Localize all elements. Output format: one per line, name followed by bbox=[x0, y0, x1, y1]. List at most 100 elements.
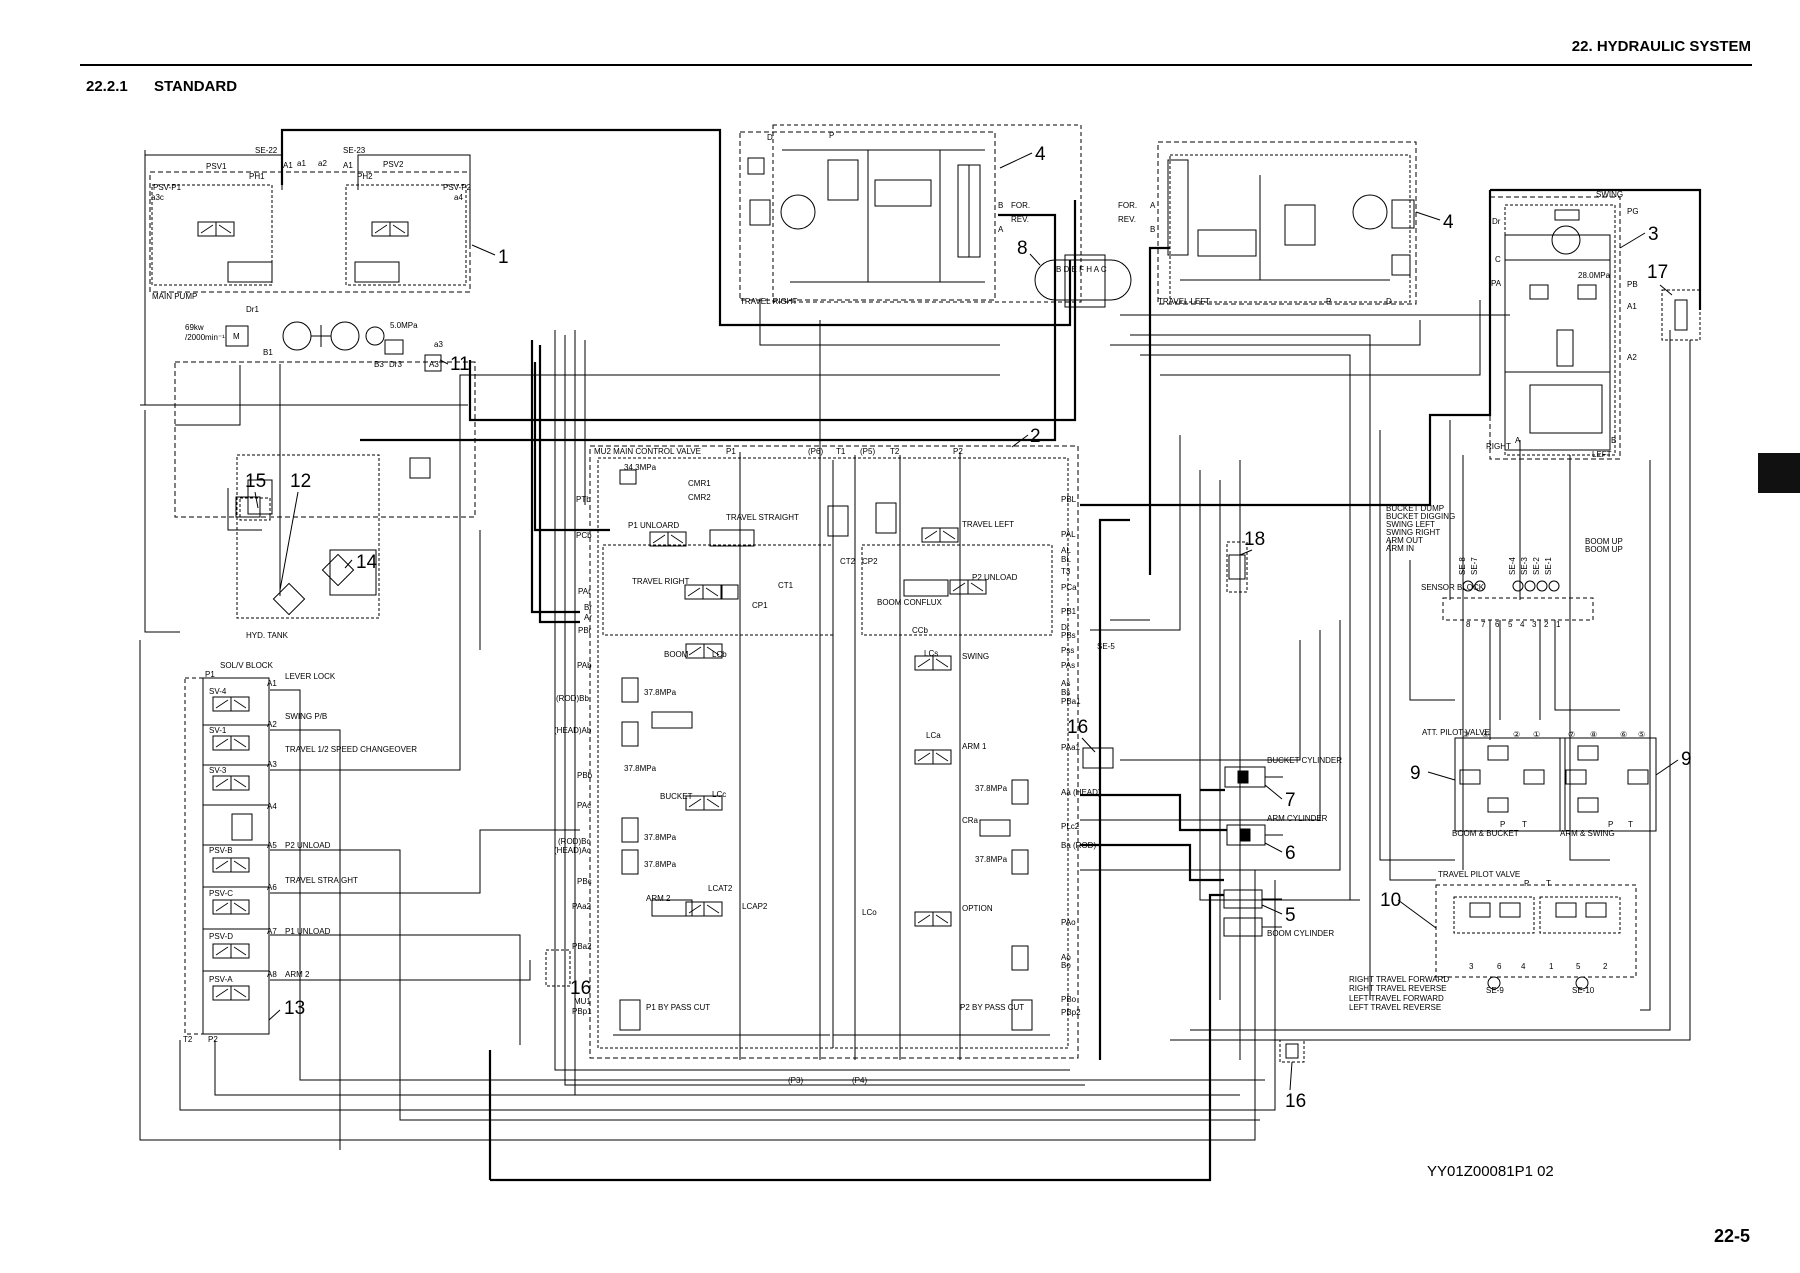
svg-text:P: P bbox=[1500, 820, 1505, 829]
callout-2: 2 bbox=[1030, 426, 1041, 447]
svg-text:PSV-B: PSV-B bbox=[209, 846, 233, 855]
svg-text:REV.: REV. bbox=[1118, 215, 1136, 224]
svg-text:P2 UNLOAD: P2 UNLOAD bbox=[972, 573, 1018, 582]
svg-text:LCAP2: LCAP2 bbox=[742, 902, 768, 911]
svg-text:P1 UNLOAD: P1 UNLOAD bbox=[285, 927, 331, 936]
svg-text:⑧: ⑧ bbox=[1590, 730, 1597, 739]
svg-text:37.8MPa: 37.8MPa bbox=[975, 855, 1008, 864]
svg-text:8: 8 bbox=[1466, 620, 1471, 629]
hydraulic-lines bbox=[139, 128, 1702, 1182]
svg-text:(ROD)Bb: (ROD)Bb bbox=[556, 694, 589, 703]
svg-text:28.0MPa: 28.0MPa bbox=[1578, 271, 1611, 280]
sensor-block bbox=[1442, 580, 1594, 621]
solenoid-valve-block bbox=[184, 677, 270, 1035]
svg-text:TRAVEL LEFT: TRAVEL LEFT bbox=[962, 520, 1014, 529]
svg-text:A: A bbox=[998, 225, 1004, 234]
svg-text:PBL: PBL bbox=[1061, 495, 1077, 504]
label-main-pump: MAIN PUMP bbox=[152, 292, 197, 301]
svg-text:PBr: PBr bbox=[578, 626, 592, 635]
label-se22: SE-22 bbox=[255, 146, 278, 155]
svg-text:LCa: LCa bbox=[926, 731, 941, 740]
svg-text:A3: A3 bbox=[267, 760, 277, 769]
travel-left-labels: FOR. A REV. B TRAVEL LEFT P D bbox=[1118, 201, 1392, 306]
svg-text:A2: A2 bbox=[1627, 353, 1637, 362]
label-power: 69kw bbox=[185, 323, 204, 332]
svg-text:RIGHT TRAVEL REVERSE: RIGHT TRAVEL REVERSE bbox=[1349, 984, 1447, 993]
accessory-components bbox=[545, 541, 1305, 1063]
label-a4: a4 bbox=[454, 193, 463, 202]
callout-12: 12 bbox=[290, 471, 311, 492]
svg-text:①: ① bbox=[1533, 730, 1540, 739]
svg-text:D: D bbox=[767, 133, 773, 142]
callout-18: 18 bbox=[1244, 529, 1265, 550]
svg-text:SWING LEFT: SWING LEFT bbox=[1386, 520, 1435, 529]
solenoid-labels: SOL/V BLOCK P1 SV-4 A1 LEVER LOCK SV-1 A… bbox=[183, 661, 417, 1044]
callout-4-left: 4 bbox=[1443, 212, 1454, 233]
svg-text:SWING RIGHT: SWING RIGHT bbox=[1386, 528, 1440, 537]
svg-text:PBa1: PBa1 bbox=[1061, 697, 1081, 706]
svg-text:(HEAD)Ab: (HEAD)Ab bbox=[554, 726, 592, 735]
sensor-labels: BUCKET DUMP BUCKET DIGGING SWING LEFT SW… bbox=[1386, 504, 1623, 629]
label-dr3: Dr3 bbox=[389, 360, 402, 369]
svg-text:SE-2: SE-2 bbox=[1532, 557, 1541, 575]
svg-text:SENSOR BLOCK: SENSOR BLOCK bbox=[1421, 583, 1485, 592]
svg-text:SWING: SWING bbox=[962, 652, 989, 661]
swing-motor bbox=[1489, 196, 1701, 460]
svg-text:P: P bbox=[1608, 820, 1613, 829]
svg-text:T3: T3 bbox=[1061, 567, 1071, 576]
svg-text:FOR.: FOR. bbox=[1011, 201, 1030, 210]
svg-text:PBc: PBc bbox=[577, 877, 592, 886]
svg-text:5: 5 bbox=[1508, 620, 1513, 629]
svg-text:LCb: LCb bbox=[712, 650, 727, 659]
svg-text:SWING P/B: SWING P/B bbox=[285, 712, 327, 721]
main-pump-group bbox=[140, 150, 476, 633]
svg-text:SV-1: SV-1 bbox=[209, 726, 227, 735]
svg-text:1: 1 bbox=[1549, 962, 1554, 971]
svg-text:SE-5: SE-5 bbox=[1097, 642, 1115, 651]
svg-text:PLc2: PLc2 bbox=[1061, 822, 1080, 831]
svg-text:BOOM: BOOM bbox=[664, 650, 689, 659]
svg-text:CT1: CT1 bbox=[778, 581, 794, 590]
svg-text:T2: T2 bbox=[890, 447, 900, 456]
svg-text:④: ④ bbox=[1482, 730, 1489, 739]
svg-text:SE-7: SE-7 bbox=[1470, 557, 1479, 575]
att-pilot-labels: ATT. PILOT VALVE ③ ④ ② ① ⑦ ⑧ ⑥ ⑤ P T P T… bbox=[1422, 728, 1645, 838]
travel-right-motor bbox=[739, 124, 1082, 303]
svg-text:SE-4: SE-4 bbox=[1508, 557, 1517, 575]
label-swivel-ports: B D E F H A C bbox=[1056, 265, 1107, 274]
svg-text:A4: A4 bbox=[267, 802, 277, 811]
svg-text:PAs: PAs bbox=[1061, 661, 1075, 670]
label-psvp2: PSV-P2 bbox=[443, 183, 472, 192]
svg-text:PA: PA bbox=[1491, 279, 1502, 288]
svg-text:T: T bbox=[1546, 879, 1551, 888]
svg-text:OPTION: OPTION bbox=[962, 904, 993, 913]
label-dr1: Dr1 bbox=[246, 305, 259, 314]
label-a3: a3 bbox=[434, 340, 443, 349]
svg-text:PCa: PCa bbox=[1061, 583, 1077, 592]
svg-text:ARM & SWING: ARM & SWING bbox=[1560, 829, 1615, 838]
figure-id: YY01Z00081P1 02 bbox=[1427, 1163, 1554, 1180]
svg-text:PAa2: PAa2 bbox=[572, 902, 592, 911]
callout-16-mcv: 16 bbox=[1067, 717, 1088, 738]
label-a1-pilot: a1 bbox=[297, 159, 306, 168]
svg-text:⑥: ⑥ bbox=[1620, 730, 1627, 739]
svg-text:LEFT TRAVEL FORWARD: LEFT TRAVEL FORWARD bbox=[1349, 994, 1444, 1003]
callout-10: 10 bbox=[1380, 890, 1401, 911]
callout-7: 7 bbox=[1285, 790, 1296, 811]
svg-text:34.3MPa: 34.3MPa bbox=[624, 463, 657, 472]
header-rule bbox=[80, 64, 1752, 66]
swing-motor-labels: SWING PG Dr C 28.0MPa PB PA A1 A2 RIGHT … bbox=[1486, 190, 1639, 459]
svg-text:PSV-C: PSV-C bbox=[209, 889, 233, 898]
svg-text:4: 4 bbox=[1520, 620, 1525, 629]
svg-text:SV-3: SV-3 bbox=[209, 766, 227, 775]
svg-text:P1: P1 bbox=[726, 447, 736, 456]
travel-pilot-valve bbox=[1435, 884, 1637, 990]
svg-text:CP1: CP1 bbox=[752, 601, 768, 610]
svg-text:⑦: ⑦ bbox=[1568, 730, 1575, 739]
svg-text:PCb: PCb bbox=[576, 531, 592, 540]
svg-text:PBb: PBb bbox=[577, 771, 593, 780]
svg-text:SOL/V BLOCK: SOL/V BLOCK bbox=[220, 661, 274, 670]
svg-text:Ao: Ao bbox=[1061, 953, 1071, 962]
svg-text:P2 UNLOAD: P2 UNLOAD bbox=[285, 841, 331, 850]
